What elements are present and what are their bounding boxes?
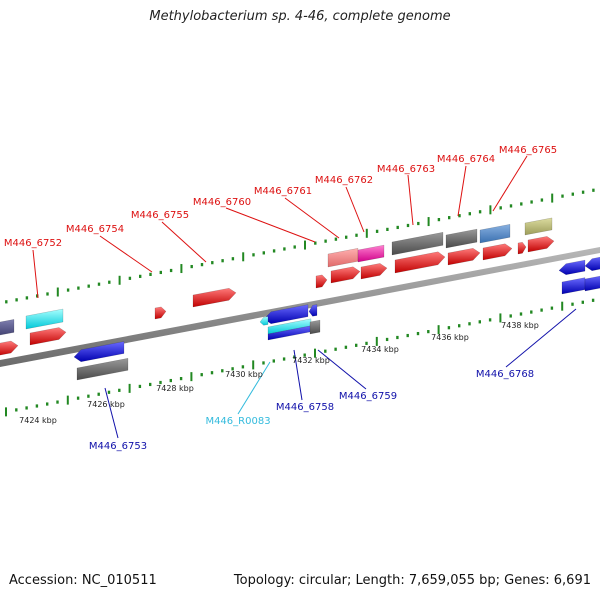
- gene-glyph[interactable]: [308, 304, 318, 317]
- gene-label-m446-6754[interactable]: M446_6754: [66, 224, 124, 235]
- gene-label-m446-6763[interactable]: M446_6763: [377, 164, 435, 175]
- gene-glyph[interactable]: [524, 217, 553, 236]
- gene-glyph[interactable]: [584, 275, 600, 292]
- reverse-connectors: [104, 308, 577, 439]
- gene-label-m446-6760[interactable]: M446_6760: [193, 197, 251, 208]
- gene-glyph[interactable]: [29, 327, 67, 346]
- gene-glyph[interactable]: [309, 319, 321, 335]
- gene-glyph[interactable]: [327, 247, 359, 268]
- gene-glyph[interactable]: [330, 266, 361, 284]
- gene-glyph[interactable]: [0, 319, 15, 336]
- gene-label-m446-6759[interactable]: M446_6759: [339, 391, 397, 402]
- gene-label-m446-6758[interactable]: M446_6758: [276, 402, 334, 413]
- ruler-label: 7430 kbp: [225, 370, 263, 379]
- gene-glyph[interactable]: [482, 243, 513, 261]
- gene-glyph[interactable]: [391, 231, 444, 256]
- gene-glyph[interactable]: [73, 341, 125, 362]
- reverse-gene-labels: M446_6753 M446_R0083 M446_6758 M446_6759…: [89, 369, 534, 452]
- ruler-label: 7432 kbp: [292, 356, 330, 365]
- gene-label-m446-6764[interactable]: M446_6764: [437, 154, 495, 165]
- ruler-label: 7438 kbp: [501, 321, 539, 330]
- gene-label-m446-6761[interactable]: M446_6761: [254, 186, 312, 197]
- gene-glyph[interactable]: [315, 274, 328, 289]
- gene-label-m446-6755[interactable]: M446_6755: [131, 210, 189, 221]
- gene-glyph[interactable]: [192, 287, 237, 308]
- genome-title: Methylobacterium sp. 4-46, complete geno…: [149, 9, 451, 24]
- ruler-label: 7426 kbp: [87, 400, 125, 409]
- gene-glyph[interactable]: [154, 306, 167, 320]
- ruler-label: 7436 kbp: [431, 333, 469, 342]
- gene-label-m446-6753[interactable]: M446_6753: [89, 441, 147, 452]
- gene-glyph[interactable]: [76, 357, 129, 381]
- ruler-label: 7434 kbp: [361, 345, 399, 354]
- gene-glyph[interactable]: [263, 304, 309, 324]
- gene-glyph[interactable]: [479, 223, 511, 244]
- gene-glyph[interactable]: [561, 277, 586, 295]
- gene-glyph[interactable]: [394, 251, 446, 274]
- accession-label: Accession: NC_010511: [9, 573, 157, 588]
- gene-glyph[interactable]: [0, 340, 19, 356]
- gene-label-m446-6762[interactable]: M446_6762: [315, 175, 373, 186]
- gene-glyph[interactable]: [517, 241, 527, 255]
- gene-glyph[interactable]: [357, 244, 385, 263]
- ruler-labels: 7424 kbp 7426 kbp 7428 kbp 7430 kbp 7432 kbp…: [19, 321, 539, 425]
- gene-label-m446-6752[interactable]: M446_6752: [4, 238, 62, 249]
- gene-label-m446-6765[interactable]: M446_6765: [499, 145, 557, 156]
- topology-label: Topology: circular; Length: 7,659,055 bp…: [233, 573, 591, 588]
- gene-glyph[interactable]: [25, 308, 64, 330]
- gene-glyph[interactable]: [558, 259, 586, 275]
- forward-connectors: [32, 155, 528, 299]
- gene-glyph[interactable]: [447, 248, 481, 266]
- gene-glyph[interactable]: [259, 316, 269, 326]
- forward-gene-labels: M446_6752 M446_6754 M446_6755 M446_6760 …: [4, 145, 557, 249]
- ruler-label: 7424 kbp: [19, 416, 57, 425]
- gene-label-m446-r0083[interactable]: M446_R0083: [205, 416, 270, 427]
- gene-glyph[interactable]: [445, 228, 478, 249]
- gene-track: [0, 217, 600, 381]
- gene-glyph[interactable]: [527, 236, 555, 253]
- gene-glyph[interactable]: [360, 263, 388, 280]
- ruler-label: 7428 kbp: [156, 384, 194, 393]
- ruler-ticks: [5, 188, 595, 417]
- gene-label-m446-6768[interactable]: M446_6768: [476, 369, 534, 380]
- gene-glyph[interactable]: [584, 256, 600, 271]
